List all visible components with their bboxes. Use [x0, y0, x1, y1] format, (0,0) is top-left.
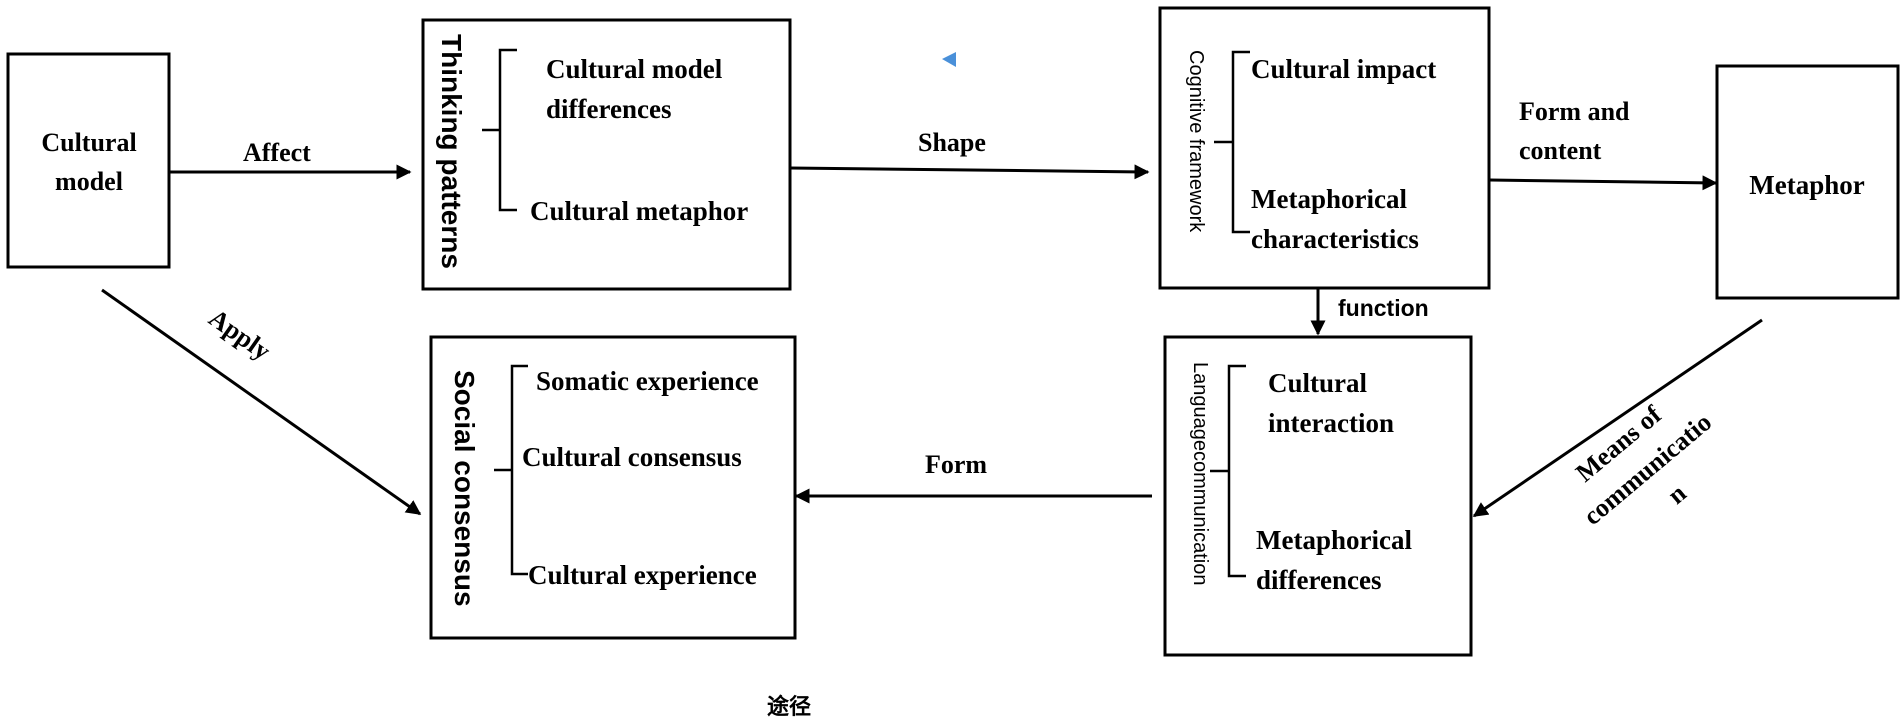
metaphorical-characteristics-item: Metaphorical: [1251, 184, 1407, 214]
form-and-content-arrow: [1489, 175, 1718, 191]
social-consensus-box: [429, 335, 797, 640]
cognitive-framework-brace: [1214, 50, 1250, 234]
somatic-experience-item: Somatic experience: [536, 366, 759, 396]
thinking-patterns-brace: [482, 48, 517, 212]
metaphorical-differences-item: differences: [1256, 565, 1381, 595]
cultural-model-label: Cultural: [41, 128, 136, 157]
language-communication-brace: [1210, 364, 1246, 578]
language-communication-title: Languagecommunication: [1189, 362, 1211, 586]
cultural-consensus-item: Cultural consensus: [522, 442, 742, 472]
metaphor-box: [1715, 64, 1900, 300]
cultural-impact-item: Cultural impact: [1251, 54, 1436, 84]
means-of-communication-label: Means of communicatio n: [1570, 400, 1717, 531]
means-of-communication-arrow: [1472, 318, 1763, 518]
affect-label: Affect: [243, 138, 311, 167]
cognitive-framework-box: [1158, 6, 1491, 290]
thinking-patterns-box: [421, 18, 792, 291]
metaphorical-characteristics-item: characteristics: [1251, 224, 1419, 254]
means-of-communication-label-line: n: [1662, 478, 1692, 510]
social-consensus-brace: [494, 364, 528, 576]
cultural-interaction-item: Cultural: [1268, 368, 1368, 398]
cultural-model-label: model: [55, 167, 123, 196]
social-consensus-title: Social consensus: [449, 370, 480, 607]
cultural-experience-item: Cultural experience: [528, 560, 757, 590]
cognitive-framework-title: Cognitive framework: [1185, 50, 1207, 233]
form-and-content-label: Form and: [1519, 97, 1630, 126]
thinking-patterns-title: Thinking patterns: [436, 34, 467, 269]
shape-arrow: [789, 164, 1150, 180]
form-label: Form: [925, 450, 987, 479]
language-communication-box: [1163, 335, 1473, 657]
metaphor-label: Metaphor: [1749, 170, 1864, 200]
cultural-model-box: [6, 52, 171, 269]
blue-triangle-marker-icon: [942, 52, 956, 67]
metaphorical-differences-item: Metaphorical: [1256, 525, 1412, 555]
function-label: function: [1338, 295, 1429, 321]
cultural-metaphor-item: Cultural metaphor: [530, 196, 748, 226]
shape-label: Shape: [918, 128, 986, 157]
apply-arrow: [101, 288, 422, 516]
cultural-model-differences-item: Cultural model: [546, 54, 723, 84]
cultural-interaction-item: interaction: [1268, 408, 1394, 438]
footer-text: 途径: [767, 694, 811, 720]
form-and-content-label: content: [1519, 136, 1602, 165]
apply-label: Apply: [204, 303, 276, 366]
cultural-model-differences-item: differences: [546, 94, 671, 124]
